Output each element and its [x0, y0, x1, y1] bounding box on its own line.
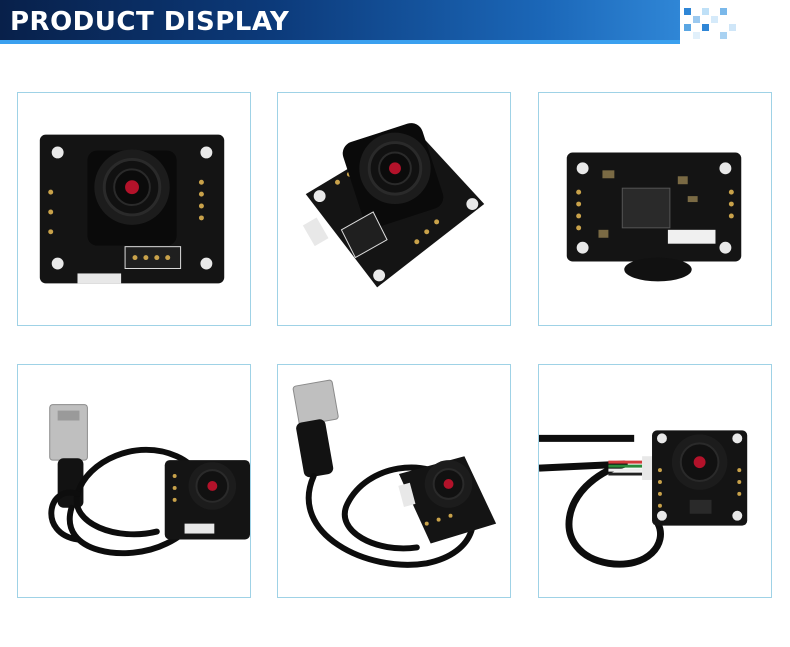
- product-photo-with-usb-cable-angled: [277, 364, 511, 598]
- pixel-mosaic-decoration: [684, 2, 744, 42]
- section-title: PRODUCT DISPLAY: [10, 7, 290, 37]
- product-photo-front: [17, 92, 251, 326]
- product-photo-back: [538, 92, 772, 326]
- title-bar: PRODUCT DISPLAY: [0, 0, 680, 44]
- product-photo-with-usb-cable: [17, 364, 251, 598]
- product-photo-with-cable-side: [538, 364, 772, 598]
- title-accent-line: [0, 40, 680, 44]
- section-header: PRODUCT DISPLAY: [0, 0, 790, 44]
- product-photo-angled: [277, 92, 511, 326]
